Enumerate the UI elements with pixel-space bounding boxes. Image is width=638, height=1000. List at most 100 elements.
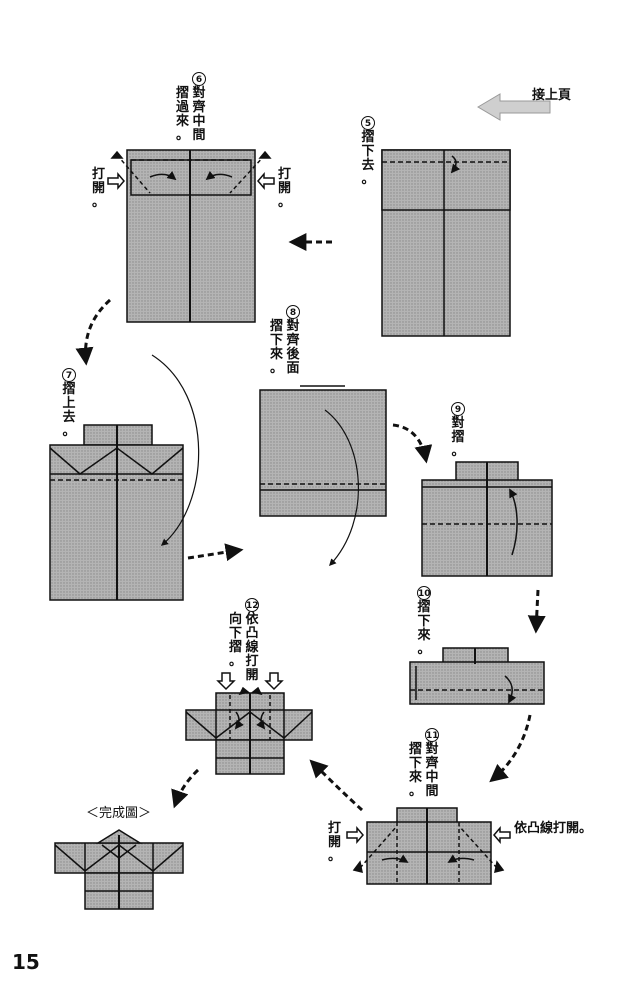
step-6-instruction: 摺過來。 6 對齊中間 bbox=[176, 72, 207, 143]
step-10-figure bbox=[409, 647, 545, 705]
step-12-col-1: 向下摺。 bbox=[229, 613, 242, 669]
step-7-col-1: 摺上去。 bbox=[62, 383, 75, 439]
glyph: 。 bbox=[361, 172, 375, 187]
arrow-11-to-12 bbox=[309, 759, 364, 812]
glyph: 過 bbox=[176, 100, 190, 115]
step-11-open-convex-label: 依凸線打開。 bbox=[514, 821, 593, 836]
glyph: 中 bbox=[192, 114, 206, 129]
glyph: 摺 bbox=[176, 86, 190, 101]
arrow-9-to-10 bbox=[527, 589, 546, 634]
glyph: 下 bbox=[270, 333, 284, 348]
glyph: 間 bbox=[192, 128, 206, 143]
step-12-number: 12 bbox=[245, 598, 260, 612]
step-7-figure bbox=[49, 424, 184, 601]
glyph: 下 bbox=[229, 626, 243, 641]
step-9-instruction: 9 對摺。 bbox=[451, 402, 465, 459]
glyph: 對 bbox=[451, 416, 465, 431]
glyph: 打 bbox=[328, 821, 342, 836]
step-12-col-2: 依凸線打開 bbox=[246, 613, 259, 683]
step-6-col-2: 對齊中間 bbox=[193, 87, 206, 143]
open-left-text-11: 打開。 bbox=[328, 822, 341, 864]
glyph: 間 bbox=[425, 784, 439, 799]
glyph: 依 bbox=[245, 612, 259, 627]
glyph: 來 bbox=[409, 770, 423, 785]
glyph: 開 bbox=[278, 181, 292, 196]
step-8-instruction: 摺下來。 8 對齊後面 bbox=[270, 305, 301, 376]
arrow-10-to-11 bbox=[489, 714, 532, 783]
continued-arrow-icon bbox=[477, 93, 551, 121]
glyph: 齊 bbox=[286, 333, 300, 348]
step-6-open-right-label: 打開。 bbox=[278, 168, 291, 210]
glyph: 對 bbox=[192, 86, 206, 101]
glyph: 。 bbox=[409, 784, 423, 799]
step-5-number: 5 bbox=[361, 116, 375, 130]
glyph: 摺 bbox=[229, 640, 243, 655]
step-8-number: 8 bbox=[286, 305, 301, 319]
glyph: 下 bbox=[361, 144, 375, 159]
step-8-figure bbox=[259, 385, 387, 517]
glyph: 。 bbox=[417, 642, 431, 657]
glyph: 摺 bbox=[270, 319, 284, 334]
step-9-figure bbox=[421, 461, 553, 577]
glyph: 打 bbox=[245, 654, 259, 669]
glyph: 摺 bbox=[361, 130, 375, 145]
finished-shirt-figure bbox=[54, 829, 184, 910]
step-9-col-1: 對摺。 bbox=[451, 417, 464, 459]
step-6-figure bbox=[107, 149, 275, 323]
glyph: 。 bbox=[278, 195, 292, 210]
step-11-number: 11 bbox=[425, 728, 440, 742]
glyph: 後 bbox=[286, 347, 300, 362]
glyph: 齊 bbox=[425, 756, 439, 771]
arrow-6-to-7 bbox=[75, 298, 111, 366]
fold-arc-8 bbox=[324, 409, 359, 567]
glyph: 來 bbox=[270, 347, 284, 362]
step-8-col-2: 對齊後面 bbox=[287, 320, 300, 376]
glyph: 。 bbox=[62, 424, 76, 439]
fold-arc-7 bbox=[151, 354, 200, 546]
continued-label: 接上頁 bbox=[532, 88, 572, 103]
glyph: 上 bbox=[62, 396, 76, 411]
step-11-col-1: 摺下來。 bbox=[409, 743, 422, 799]
step-10-number: 10 bbox=[417, 586, 431, 600]
glyph: 去 bbox=[361, 158, 375, 173]
glyph: 對 bbox=[286, 319, 300, 334]
arrow-7-to-8 bbox=[187, 543, 244, 562]
glyph: 摺 bbox=[451, 430, 465, 445]
step-9-number: 9 bbox=[451, 402, 465, 416]
step-11-col-2: 對齊中間 bbox=[426, 743, 439, 799]
glyph: 摺 bbox=[409, 742, 423, 757]
glyph: 來 bbox=[176, 114, 190, 129]
step-11-instruction: 摺下來。 11 對齊中間 bbox=[409, 728, 440, 799]
step-12-figure bbox=[185, 672, 313, 775]
glyph: 來 bbox=[417, 628, 431, 643]
glyph: 。 bbox=[451, 444, 465, 459]
arrow-8-to-9 bbox=[392, 423, 433, 464]
glyph: 向 bbox=[229, 612, 243, 627]
step-6-open-left-label: 打開。 bbox=[92, 168, 105, 210]
step-10-instruction: 10 摺下來。 bbox=[417, 586, 431, 657]
step-11-open-left-label: 打開。 bbox=[328, 822, 341, 864]
glyph: 開 bbox=[245, 668, 259, 683]
glyph: 面 bbox=[286, 361, 300, 376]
glyph: 。 bbox=[229, 654, 243, 669]
glyph: 。 bbox=[270, 361, 284, 376]
glyph: 對 bbox=[425, 742, 439, 757]
glyph: 下 bbox=[417, 614, 431, 629]
step-6-number: 6 bbox=[192, 72, 207, 86]
glyph: 開 bbox=[328, 835, 342, 850]
page-number: 15 bbox=[12, 950, 40, 974]
glyph: 開 bbox=[92, 181, 106, 196]
glyph: 摺 bbox=[62, 382, 76, 397]
glyph: 下 bbox=[409, 756, 423, 771]
step-11-figure bbox=[346, 807, 511, 885]
step-8-col-1: 摺下來。 bbox=[270, 320, 283, 376]
open-left-text: 打開。 bbox=[92, 168, 105, 210]
glyph: 摺 bbox=[417, 600, 431, 615]
step-12-instruction: 向下摺。 12 依凸線打開 bbox=[229, 598, 260, 683]
glyph: 去 bbox=[62, 410, 76, 425]
step-5-instruction: 5 摺下去。 bbox=[361, 116, 375, 187]
step-5-col-1: 摺下去。 bbox=[361, 131, 374, 187]
step-7-instruction: 7 摺上去。 bbox=[62, 368, 76, 439]
step-6-col-1: 摺過來。 bbox=[176, 87, 189, 143]
